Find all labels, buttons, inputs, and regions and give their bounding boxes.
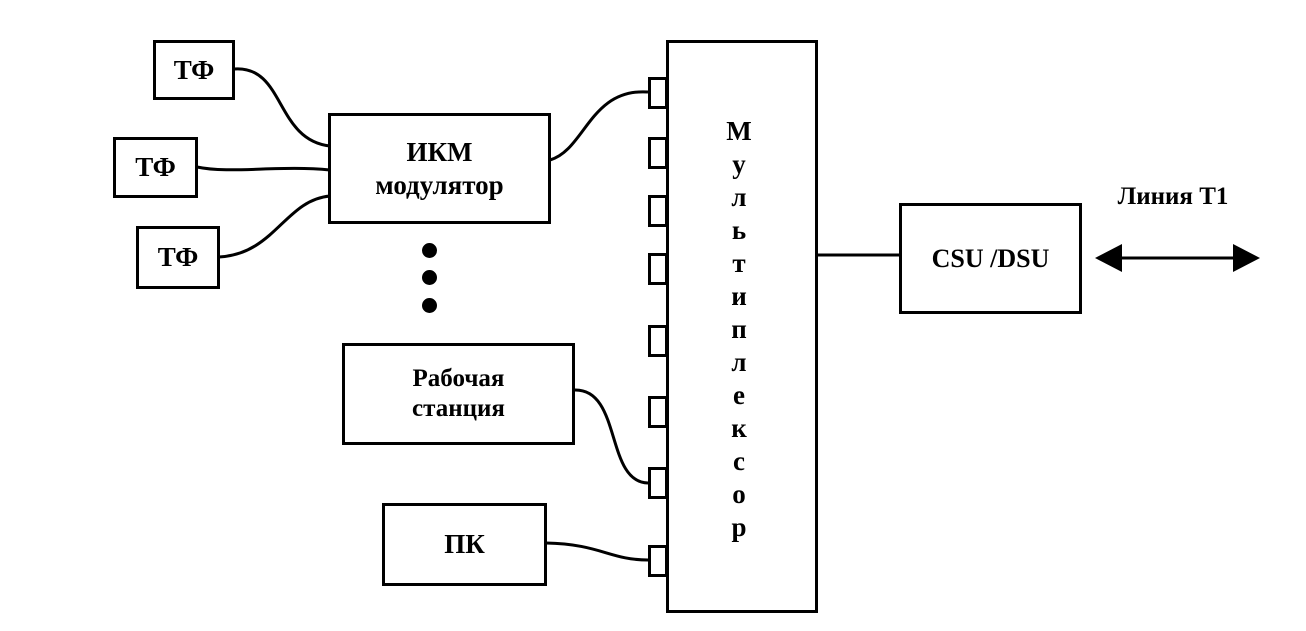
phone-label-1: ТФ (173, 54, 215, 85)
multiplexer-port-7 (648, 467, 668, 499)
multiplexer-port-1 (648, 77, 668, 109)
wire-workstation-to-port7 (573, 388, 649, 485)
wire-phone2-to-modulator (196, 165, 331, 172)
t1-arrowhead-left (1095, 244, 1122, 272)
phone-box-1: ТФ (153, 40, 235, 100)
wire-modulator-to-port1 (549, 90, 649, 162)
wire-phone3-to-modulator (218, 194, 331, 259)
multiplexer-letter-12: о (732, 479, 746, 509)
multiplexer-port-3 (648, 195, 668, 227)
multiplexer-letter-4: ь (731, 215, 747, 245)
multiplexer-letter-10: к (731, 413, 747, 443)
csu-dsu-label: CSU /DSU (931, 243, 1050, 273)
phone-box-3: ТФ (136, 226, 220, 289)
multiplexer-port-6 (648, 396, 668, 428)
multiplexer-letter-11: с (733, 446, 745, 476)
multiplexer-box (666, 40, 818, 613)
ellipsis-dot-1 (422, 243, 437, 258)
phone-label-3: ТФ (157, 242, 199, 273)
multiplexer-letter-7: п (731, 314, 747, 344)
pc-label: ПК (444, 529, 485, 560)
pcm-modulator-line-2: модулятор (375, 169, 504, 200)
pc-box: ПК (382, 503, 547, 586)
multiplexer-letter-3: л (731, 182, 747, 212)
multiplexer-letter-2: у (732, 149, 746, 179)
phone-label-2: ТФ (135, 152, 176, 183)
multiplexer-letter-13: р (731, 512, 747, 542)
phone-box-2: ТФ (113, 137, 198, 198)
wire-pc-to-port8 (545, 541, 649, 562)
workstation-box: Рабочая станция (342, 343, 575, 445)
pcm-modulator-line-1: ИКМ (406, 136, 473, 167)
multiplexer-letter-1: М (726, 116, 752, 146)
workstation-line-2: станция (412, 395, 505, 422)
multiplexer-port-2 (648, 137, 668, 169)
workstation-line-1: Рабочая (412, 364, 505, 392)
t1-line-label: Линия T1 (1117, 183, 1229, 210)
multiplexer-letter-6: и (731, 281, 747, 311)
multiplexer-port-4 (648, 253, 668, 285)
multiplexer-port-5 (648, 325, 668, 357)
ellipsis-dot-2 (422, 270, 437, 285)
csu-dsu-box: CSU /DSU (899, 203, 1082, 314)
multiplexer-letter-5: т (732, 248, 746, 278)
t1-arrowhead-right (1233, 244, 1260, 272)
wire-phone1-to-modulator (233, 67, 331, 148)
pcm-modulator-box: ИКМ модулятор (328, 113, 551, 224)
multiplexer-letter-9: е (733, 380, 745, 410)
ellipsis-dot-3 (422, 298, 437, 313)
multiplexer-port-8 (648, 545, 668, 577)
multiplexer-letter-8: л (731, 347, 747, 377)
